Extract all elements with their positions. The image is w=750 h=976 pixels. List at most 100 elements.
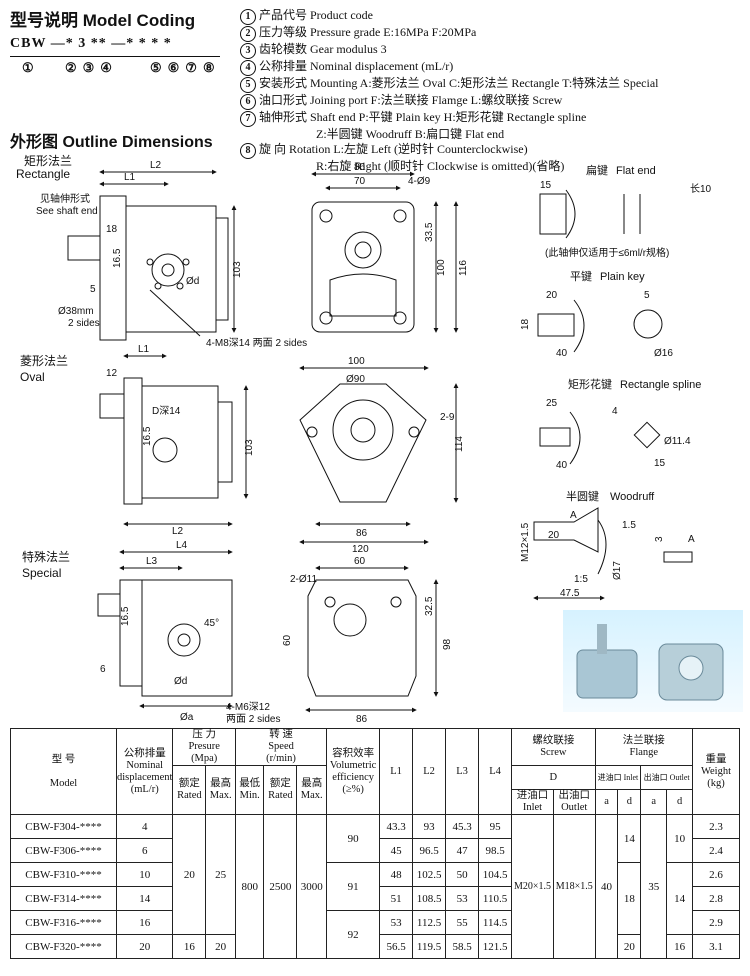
svg-text:5: 5 <box>644 290 650 301</box>
svg-text:Ø11.4: Ø11.4 <box>664 436 691 447</box>
svg-text:Rectangle spline: Rectangle spline <box>620 379 701 391</box>
code-number-1: ① <box>22 60 58 75</box>
svg-text:A: A <box>570 510 577 521</box>
svg-text:Ø38mm: Ø38mm <box>58 306 94 317</box>
header-L1: L1 <box>379 728 414 815</box>
svg-text:103: 103 <box>232 261 243 278</box>
svg-text:18: 18 <box>106 224 118 235</box>
svg-text:(此轴伸仅适用于≤6ml/r规格): (此轴伸仅适用于≤6ml/r规格) <box>545 246 669 259</box>
svg-text:20: 20 <box>548 530 560 541</box>
svg-text:4-M6深12: 4-M6深12 <box>226 701 270 713</box>
svg-text:见轴伸形式: 见轴伸形式 <box>40 192 90 205</box>
svg-text:33.5: 33.5 <box>424 222 435 242</box>
svg-text:Flat end: Flat end <box>616 165 656 177</box>
special-front-view <box>305 565 439 713</box>
svg-text:86: 86 <box>354 162 366 173</box>
svg-text:15: 15 <box>540 180 552 191</box>
outline-title: 外形图 Outline Dimensions <box>10 134 213 151</box>
svg-text:半圆键: 半圆键 <box>566 489 599 503</box>
special-label-en: Special <box>22 566 62 580</box>
svg-text:16.5: 16.5 <box>112 248 123 268</box>
svg-text:98: 98 <box>442 638 453 650</box>
pump-photo-image <box>576 624 724 701</box>
shaft-woodruff <box>533 507 693 601</box>
svg-text:20: 20 <box>546 290 558 301</box>
svg-text:1:5: 1:5 <box>574 574 588 585</box>
header-L2: L2 <box>412 728 447 815</box>
shaft-flat-end <box>539 189 641 239</box>
svg-text:120: 120 <box>352 544 369 555</box>
svg-text:L1: L1 <box>124 172 136 183</box>
svg-text:2 sides: 2 sides <box>68 318 100 329</box>
svg-text:Ø17: Ø17 <box>612 561 623 580</box>
svg-text:Woodruff: Woodruff <box>610 491 655 503</box>
oval-label-cn: 菱形法兰 <box>20 354 69 368</box>
header-a-in: a <box>594 789 619 815</box>
svg-text:103: 103 <box>244 439 255 456</box>
svg-text:25: 25 <box>546 398 558 409</box>
svg-text:2-9: 2-9 <box>440 412 455 423</box>
svg-text:Ød: Ød <box>174 676 187 687</box>
svg-text:4-Ø9: 4-Ø9 <box>408 176 431 187</box>
svg-text:两面 2 sides: 两面 2 sides <box>226 714 280 725</box>
svg-text:40: 40 <box>556 348 568 359</box>
header-L4: L4 <box>478 728 513 815</box>
svg-text:扁键: 扁键 <box>586 163 608 177</box>
svg-text:Ø16: Ø16 <box>654 348 673 359</box>
pump-photo <box>563 610 743 712</box>
svg-text:矩形花键: 矩形花键 <box>568 377 612 391</box>
svg-text:40: 40 <box>556 460 568 471</box>
svg-text:86: 86 <box>356 528 368 539</box>
svg-text:See shaft end: See shaft end <box>36 206 98 217</box>
svg-text:70: 70 <box>354 176 366 187</box>
header-flange-inlet: 进油口 Inlet <box>594 765 642 790</box>
svg-text:100: 100 <box>348 356 365 367</box>
svg-text:D深14: D深14 <box>152 405 181 417</box>
svg-text:Plain key: Plain key <box>600 271 645 283</box>
header-D: D <box>511 765 596 790</box>
svg-text:18: 18 <box>520 318 531 330</box>
rect-label-en: Rectangle <box>16 167 71 181</box>
svg-text:平键: 平键 <box>570 269 592 283</box>
oval-front-view <box>299 365 459 545</box>
svg-text:2-Ø11: 2-Ø11 <box>290 574 317 585</box>
rect-label-cn: 矩形法兰 <box>24 154 73 168</box>
svg-text:L3: L3 <box>146 556 158 567</box>
svg-text:4-M8深14 两面 2 sides: 4-M8深14 两面 2 sides <box>206 337 307 349</box>
special-side-view <box>97 549 233 709</box>
svg-text:4: 4 <box>612 406 618 417</box>
oval-label-en: Oval <box>20 370 45 384</box>
header-flange-outlet: 出油口 Outlet <box>640 765 693 790</box>
svg-text:86: 86 <box>356 714 368 725</box>
legend-item: Z:半圆键 Woodruff B:扁口键 Flat end <box>316 127 505 141</box>
svg-text:60: 60 <box>282 634 293 646</box>
header-d-in: d <box>617 789 642 815</box>
svg-text:6: 6 <box>100 664 106 675</box>
svg-text:114: 114 <box>454 436 465 452</box>
code-number-3: ⑤⑥⑦⑧ <box>150 60 221 75</box>
svg-text:L1: L1 <box>138 344 150 355</box>
svg-text:Ø90: Ø90 <box>346 374 365 385</box>
divider <box>10 56 220 57</box>
rect-front-view <box>311 171 459 333</box>
shaft-plain-key <box>537 299 663 353</box>
